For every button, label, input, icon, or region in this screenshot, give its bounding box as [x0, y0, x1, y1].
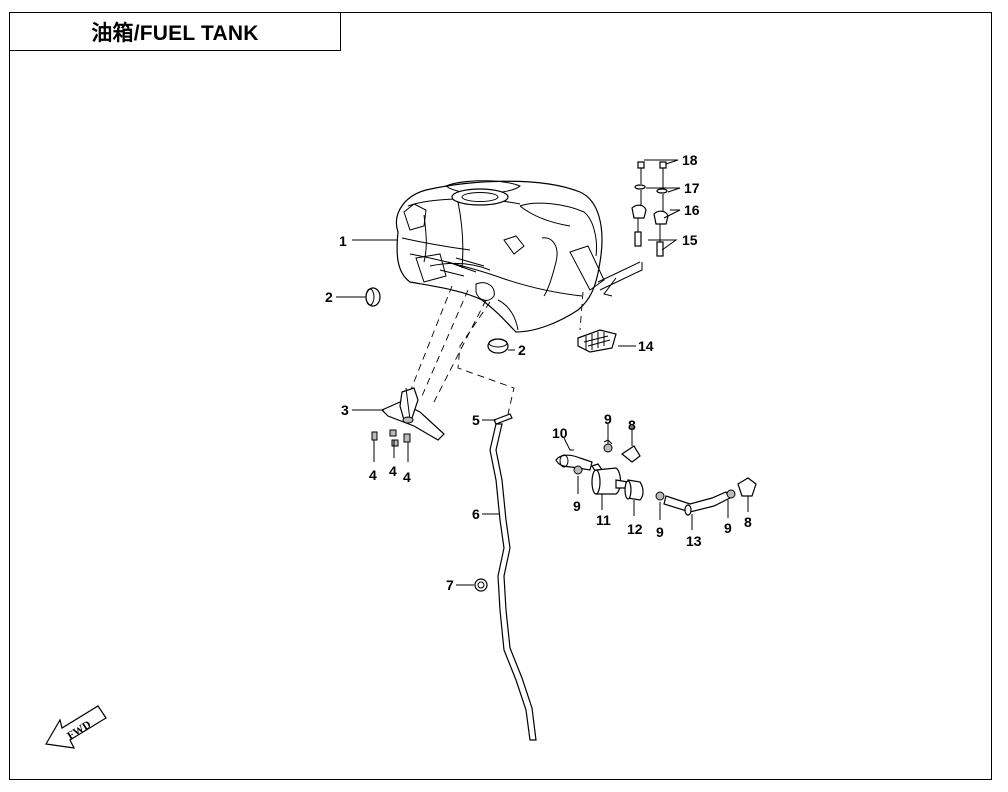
breather-hose: [489, 423, 537, 741]
drawing-frame: [9, 12, 992, 780]
small-bolts: [371, 429, 411, 447]
title-box: 油箱/FUEL TANK: [9, 12, 341, 51]
callout-8b: 8: [744, 514, 752, 530]
callout-labels: 1 2 2 3 4 4 4 5 6 7 8 8 9 9 9 9 10 11 12…: [325, 152, 752, 593]
callout-2a: 2: [325, 289, 333, 305]
hose-clamp-7: [474, 578, 488, 592]
rubber-bumper-right: [487, 338, 509, 354]
callout-11: 11: [596, 512, 611, 528]
fuel-line-assembly: [555, 439, 757, 516]
assembly-lines: [409, 285, 584, 415]
callout-5: 5: [472, 412, 480, 428]
fuel-tank: [395, 180, 643, 333]
callout-15: 15: [682, 232, 698, 248]
page-title: 油箱/FUEL TANK: [91, 21, 259, 45]
callout-16: 16: [684, 202, 700, 218]
callout-4b: 4: [389, 463, 397, 479]
callout-4c: 4: [403, 469, 411, 485]
callout-18: 18: [682, 152, 698, 168]
callout-9d: 9: [724, 520, 732, 536]
callout-3: 3: [341, 402, 349, 418]
callout-2b: 2: [518, 342, 526, 358]
callout-14: 14: [638, 338, 654, 354]
callout-1: 1: [339, 233, 347, 249]
callout-8a: 8: [628, 417, 636, 433]
rubber-bumper-left: [365, 287, 381, 307]
callout-9c: 9: [656, 524, 664, 540]
callout-13: 13: [686, 533, 702, 549]
callout-10: 10: [552, 425, 568, 441]
callout-4a: 4: [369, 467, 377, 483]
hose-clamp: [493, 413, 513, 425]
callout-12: 12: [627, 521, 643, 537]
tank-mounting-hardware: [577, 161, 669, 353]
callout-6: 6: [472, 506, 480, 522]
callout-9b: 9: [573, 498, 581, 514]
fwd-arrow-icon: FWD: [45, 705, 107, 749]
leader-lines: [336, 159, 749, 586]
callout-7: 7: [446, 577, 454, 593]
fuel-pump-assembly: [380, 387, 445, 441]
callout-9a: 9: [604, 411, 612, 427]
callout-17: 17: [684, 180, 700, 196]
